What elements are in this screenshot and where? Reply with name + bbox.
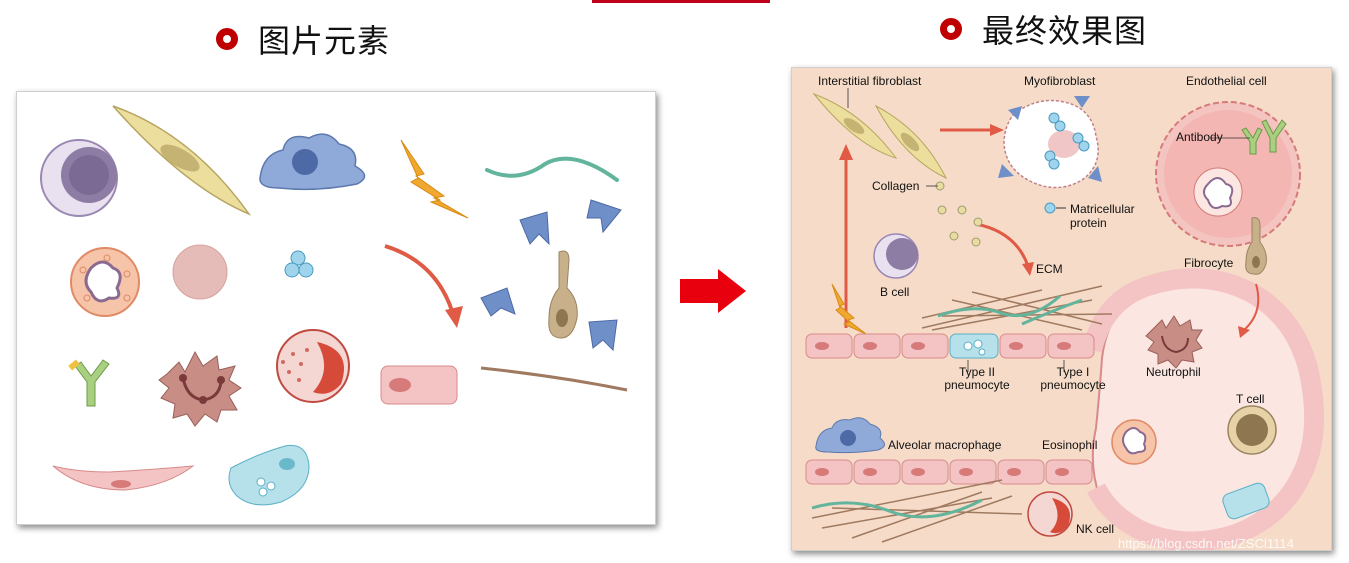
epithelial-nuclei <box>815 342 1071 350</box>
label-neutrophil: Neutrophil <box>1146 365 1201 379</box>
label-type-ii-line2: pneumocyte <box>944 378 1010 392</box>
collagen-fiber <box>811 498 983 519</box>
t-cell-icon <box>1227 405 1277 455</box>
flat-cell-icon <box>52 465 195 491</box>
label-matricellular-protein-2: protein <box>1070 216 1107 230</box>
b-cell-icon <box>40 139 118 217</box>
right-heading-text: 最终效果图 <box>982 12 1148 50</box>
label-b-cell: B cell <box>880 285 910 299</box>
interstitial-fibroblast-icon <box>812 92 948 180</box>
macrophage-icon <box>259 133 366 191</box>
collagen-fiber <box>937 294 1061 318</box>
label-type-i-line1: Type I <box>1056 365 1090 379</box>
pink-cell-icon <box>172 244 228 300</box>
epithelial-row-bottom <box>805 459 1093 485</box>
top-accent-bar <box>592 0 770 3</box>
alveolus-ring <box>1082 268 1325 550</box>
collagen-fiber <box>1021 298 1083 326</box>
nk-cell-icon <box>1027 491 1073 537</box>
epithelial-row-top <box>805 333 1095 359</box>
elements-svg <box>40 105 628 506</box>
endothelial-cell-icon <box>1155 101 1301 247</box>
b-cell-icon <box>873 233 919 279</box>
label-fibrocyte: Fibrocyte <box>1184 256 1234 270</box>
final-diagram-panel: Interstitial fibroblast Myofibroblast En… <box>791 67 1332 551</box>
elements-panel <box>16 91 656 525</box>
neutrophil-icon <box>70 247 140 317</box>
matricellular-protein-dot <box>1044 202 1056 214</box>
label-ecm: ECM <box>1036 262 1063 276</box>
left-heading-text: 图片元素 <box>258 22 391 60</box>
lightning-icon <box>400 139 469 219</box>
blue-chevron-icon <box>480 287 516 317</box>
eosinophil-icon <box>1111 419 1157 465</box>
label-type-ii-line1: Type II <box>958 365 996 379</box>
collagen-dots <box>935 181 983 247</box>
type-ii-ring-cell <box>1222 482 1270 520</box>
blue-chevron-icon <box>519 211 550 246</box>
label-collagen: Collagen <box>872 179 920 193</box>
diagram-svg <box>805 88 1325 550</box>
lightning-icon <box>831 283 867 335</box>
label-eosinophil: Eosinophil <box>1042 438 1098 452</box>
label-nk-cell: NK cell <box>1076 522 1115 536</box>
myofibroblast-icon <box>998 96 1102 189</box>
antibody-icon <box>68 359 110 407</box>
left-heading: 图片元素 <box>216 16 390 62</box>
label-alveolar-macrophage: Alveolar macrophage <box>888 438 1002 452</box>
neutrophil-icon <box>1145 315 1203 369</box>
alveolar-macrophage-icon <box>815 417 885 454</box>
big-red-arrow-icon <box>680 269 746 313</box>
eosinophil-icon <box>276 329 350 403</box>
right-heading: 最终效果图 <box>940 6 1147 52</box>
watermark-text: https://blog.csdn.net/ZSCl1114 <box>1118 536 1294 551</box>
epithelial-cell-icon <box>380 365 458 405</box>
label-t-cell: T cell <box>1236 392 1265 406</box>
bullet-ring-icon <box>216 28 238 50</box>
label-myofibroblast: Myofibroblast <box>1024 74 1096 88</box>
spiky-cell-icon <box>158 350 242 427</box>
blue-chevron-icon <box>588 319 618 352</box>
blue-chevron-icon <box>586 199 622 234</box>
brown-fiber-icon <box>480 366 628 392</box>
green-fiber-icon <box>485 156 619 182</box>
label-interstitial-fibroblast: Interstitial fibroblast <box>818 74 922 88</box>
label-matricellular-protein-1: Matricellular <box>1070 202 1135 216</box>
fibrocyte-icon <box>1245 217 1267 275</box>
label-type-i-line2: pneumocyte <box>1040 378 1106 392</box>
fibrocyte-icon <box>548 250 578 339</box>
label-endothelial-cell: Endothelial cell <box>1186 74 1267 88</box>
type-ii-cell-icon <box>228 444 310 506</box>
fibroblast-icon <box>112 105 252 216</box>
curved-arrow-icon <box>384 244 463 328</box>
bullet-ring-icon <box>940 18 962 40</box>
protein-cluster-icon <box>284 250 314 278</box>
label-antibody: Antibody <box>1176 130 1223 144</box>
